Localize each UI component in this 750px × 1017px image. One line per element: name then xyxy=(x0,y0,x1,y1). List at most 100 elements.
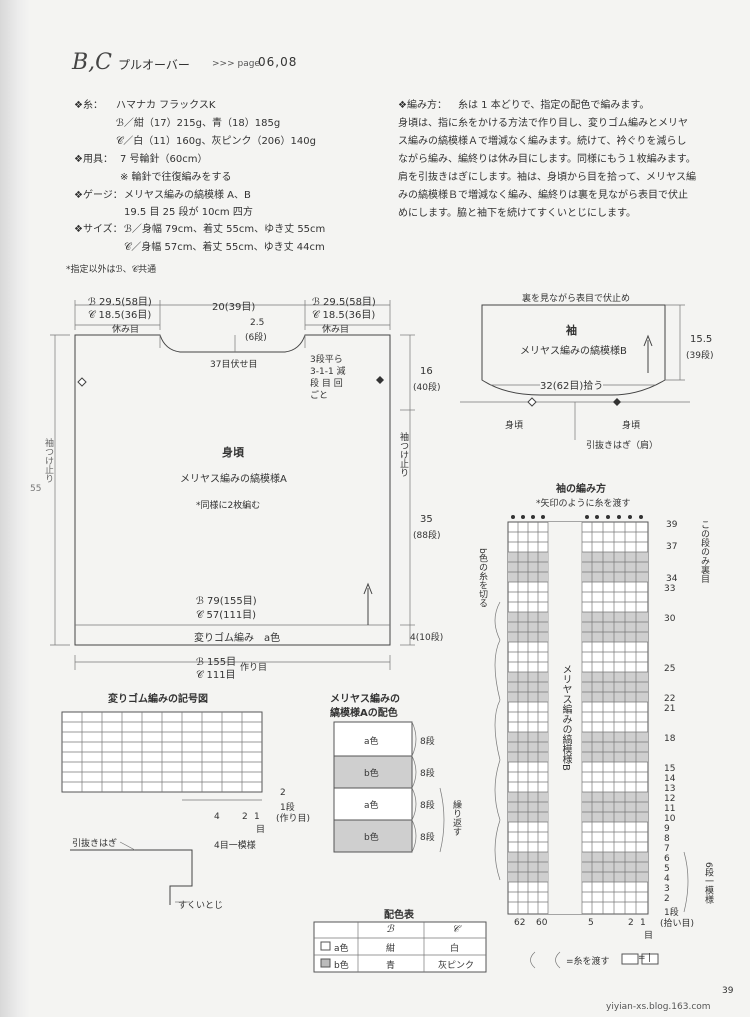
method-line-6: みの縞模様Ｂで増減なく編み、編終りは裏を見ながら表目で伏止 xyxy=(398,190,688,201)
pickup-rows-note: (拾い目) xyxy=(660,919,695,929)
rib-chart-title: 変りゴム編みの記号図 xyxy=(108,694,208,705)
decrease-2: 3-1-1 減 xyxy=(310,367,346,377)
stripe-a-color-3: a色 xyxy=(364,801,379,811)
row-label-25: 25 xyxy=(664,664,676,674)
row-label-21: 21 xyxy=(664,704,676,714)
rib-label: 変りゴム編み a色 xyxy=(194,633,281,644)
sleeve-col-60: 60 xyxy=(536,918,548,928)
page-ref-prefix: >>> page xyxy=(212,59,260,69)
upper-rows: (40段) xyxy=(413,383,441,393)
sleeve-chart-note: *矢印のように糸を渡す xyxy=(536,499,631,509)
row-label-14: 14 xyxy=(664,774,676,784)
method-line-1: 糸は 1 本どりで、指定の配色で編みます。 xyxy=(458,100,650,111)
left-dim: 55 xyxy=(30,484,42,494)
logo: B,C xyxy=(72,50,112,75)
size-b: ℬ／身幅 79cm、着丈 55cm、ゆき丈 55cm xyxy=(124,224,326,235)
page-ref: 06,08 xyxy=(258,55,298,69)
a-color-swatch xyxy=(320,941,331,951)
row-label-6: 6 xyxy=(664,854,670,864)
sleeve-body-right: 身頃 xyxy=(622,421,641,431)
legend-carry-yarn: =糸を渡す xyxy=(566,957,610,967)
shoulder-seam-note: 引抜きはぎ（肩） xyxy=(586,441,659,451)
sleeve-col-2: 2 xyxy=(628,918,634,928)
rest-left: 休み目 xyxy=(112,325,140,335)
sleeve-col-5: 5 xyxy=(588,918,594,928)
stripe-a-color-1: a色 xyxy=(364,737,379,747)
row-label-8: 8 xyxy=(664,834,670,844)
color-table-row2-b: 青 xyxy=(386,961,396,971)
body-width-c: 𝒞 57(111目) xyxy=(196,610,257,621)
row-label-2: 2 xyxy=(664,894,670,904)
rib-repeat: 4目一模様 xyxy=(214,841,256,851)
right-marker-diamond xyxy=(376,376,384,384)
stripe-a-swatches xyxy=(333,721,445,853)
decrease-4: ごと xyxy=(310,391,329,401)
rib-col-4: 4 xyxy=(214,812,220,822)
upper-height: 16 xyxy=(420,366,433,377)
finishing-seam-top: 引抜きはぎ xyxy=(72,839,118,849)
rib-row-2: 2 xyxy=(280,788,286,798)
color-table-header-c: 𝒞 xyxy=(452,924,460,935)
rib-col-unit: 目 xyxy=(256,825,266,835)
sleeve-body-left: 身頃 xyxy=(505,421,524,431)
sleeve-chart-cut-note: b色の糸を切る xyxy=(477,548,487,608)
shoulder-left-c: 𝒞 18.5(36目) xyxy=(88,310,152,321)
stripe-a-color-2: b色 xyxy=(364,769,379,779)
method-line-7: めにします。脇と袖下を続けてすくいとじにします。 xyxy=(398,208,636,219)
body-right-dims xyxy=(400,334,415,646)
body-pattern: メリヤス編みの縞模様A xyxy=(180,474,287,485)
shoulder-left-b: ℬ 29.5(58目) xyxy=(88,297,152,308)
color-table-grid xyxy=(313,921,487,973)
sleeve-col-62: 62 xyxy=(514,918,526,928)
stripe-a-rows-1: 8段 xyxy=(420,737,435,747)
color-table-row2-label: b色 xyxy=(334,961,349,971)
stripe-a-repeat: 繰り返す xyxy=(451,800,461,836)
row-label-1: 1段 xyxy=(664,908,679,918)
size-c: 𝒞／身幅 57cm、着丈 55cm、ゆき丈 44cm xyxy=(124,242,325,253)
yarn-b: ℬ／紺（17）215g、青（18）185g xyxy=(116,118,281,129)
legend-box-sym: | xyxy=(648,953,652,963)
row-label-22: 22 xyxy=(664,694,676,704)
stripe-a-rows-2: 8段 xyxy=(420,769,435,779)
sleeve-chart-repeat: 6段一模様 xyxy=(703,862,713,904)
watermark: yiyian-xs.blog.163.com xyxy=(606,1002,711,1012)
rib-row-1-note: (作り目) xyxy=(276,814,311,824)
decrease-3: 段 目 回 xyxy=(310,379,343,389)
body-bottom-dims xyxy=(74,655,391,670)
body-left-dims xyxy=(50,334,70,646)
method-line-4: ながら編み、編終りは休み目にします。同様にもう１枚編みます。 xyxy=(398,154,696,165)
method-line-2: 身頃は、指に糸をかける方法で作り目し、変りゴム編みとメリヤ xyxy=(398,118,688,129)
row-label-33: 33 xyxy=(664,584,676,594)
gauge-label: ❖ゲージ： xyxy=(74,190,123,201)
body-same-note: *同様に2枚編む xyxy=(196,501,261,511)
cast-b: ℬ 155目 xyxy=(196,657,237,668)
sleeve-pickup: 32(62目)拾う xyxy=(540,377,604,392)
gauge: メリヤス編みの縞模様 A、B xyxy=(124,190,251,201)
row-label-4: 4 xyxy=(664,874,670,884)
color-table-header-b: ℬ xyxy=(386,924,394,935)
row-label-11: 11 xyxy=(664,804,676,814)
page-number: 39 xyxy=(722,986,734,996)
stripe-a-rows-3: 8段 xyxy=(420,801,435,811)
shoulder-right-b: ℬ 29.5(58目) xyxy=(312,297,376,308)
neck-bind-off: 37目伏せ目 xyxy=(210,360,258,370)
finishing-seam-side: すくいとじ xyxy=(178,901,224,911)
yarn-brand: ハマナカ フラックスK xyxy=(116,100,216,111)
stripe-a-rows-4: 8段 xyxy=(420,833,435,843)
color-table-title: 配色表 xyxy=(384,910,414,921)
row-label-7: 7 xyxy=(664,844,670,854)
row-label-37: 37 xyxy=(666,542,678,552)
tools-label: ❖用具： xyxy=(74,154,113,165)
sleeve-legend xyxy=(530,951,659,969)
body-direction-arrow xyxy=(363,582,373,625)
book-gutter xyxy=(0,0,30,1017)
sleeve-col-unit: 目 xyxy=(644,931,654,941)
row-label-15: 15 xyxy=(664,764,676,774)
gauge-2: 19.5 目 25 段が 10cm 四方 xyxy=(124,207,253,218)
decrease-1: 3段平ら xyxy=(310,355,343,365)
stripe-a-title-1: メリヤス編みの xyxy=(330,694,400,705)
size-label: ❖サイズ： xyxy=(74,224,123,235)
neck-depth: 2.5 xyxy=(250,318,265,328)
legend-box-eq: = xyxy=(638,953,646,963)
sleeve-height: 15.5 xyxy=(690,334,713,345)
